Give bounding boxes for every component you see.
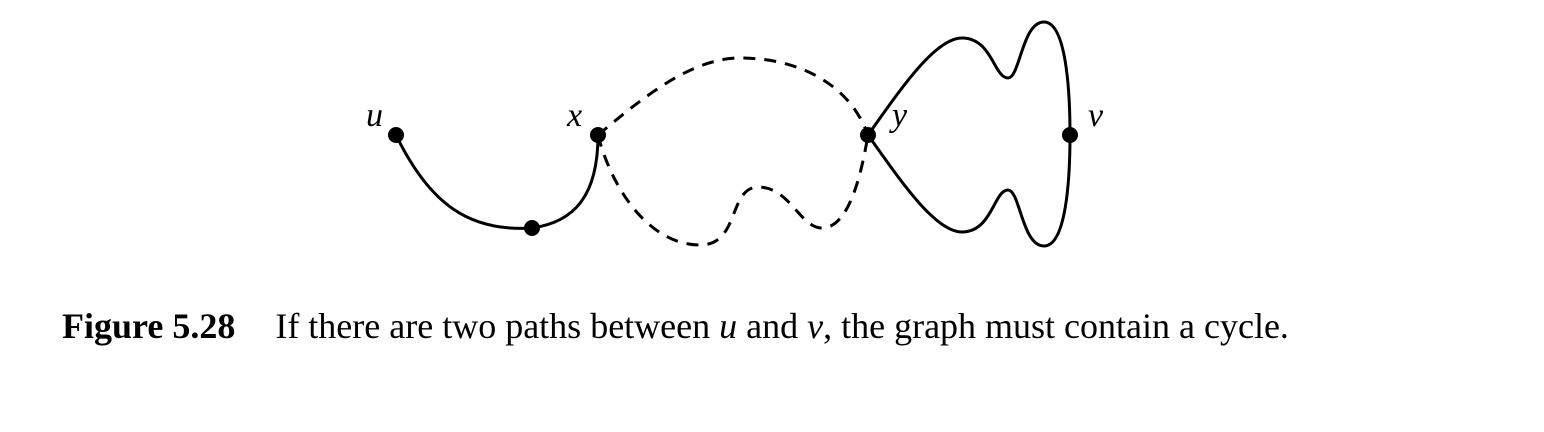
label-x: x [566,97,582,134]
caption-var-u: u [719,306,738,346]
vertex-u [388,127,404,143]
caption-text-after-v: , the graph must contain a cycle. [823,306,1289,346]
label-u: u [366,97,383,134]
vertex-middle [524,220,540,236]
edge-x-y-upper-path [597,56,870,137]
figure-label: Figure 5.28 [62,306,236,346]
figure-caption: Figure 5.28 If there are two paths betwee… [62,300,1462,352]
edge-u-x-path [394,134,600,230]
caption-var-v: v [807,306,824,346]
edge-y-v-upper-path [866,20,1072,136]
edge-y-v-lower-path [866,134,1072,248]
label-y: y [889,97,908,134]
caption-text-between: and [737,306,808,346]
vertex-y [860,127,876,143]
label-v: v [1088,97,1104,134]
vertex-x [590,127,606,143]
edge-x-y-lower-path [596,134,870,247]
vertex-v [1062,127,1078,143]
caption-text-before-u: If there are two paths between [275,306,720,346]
